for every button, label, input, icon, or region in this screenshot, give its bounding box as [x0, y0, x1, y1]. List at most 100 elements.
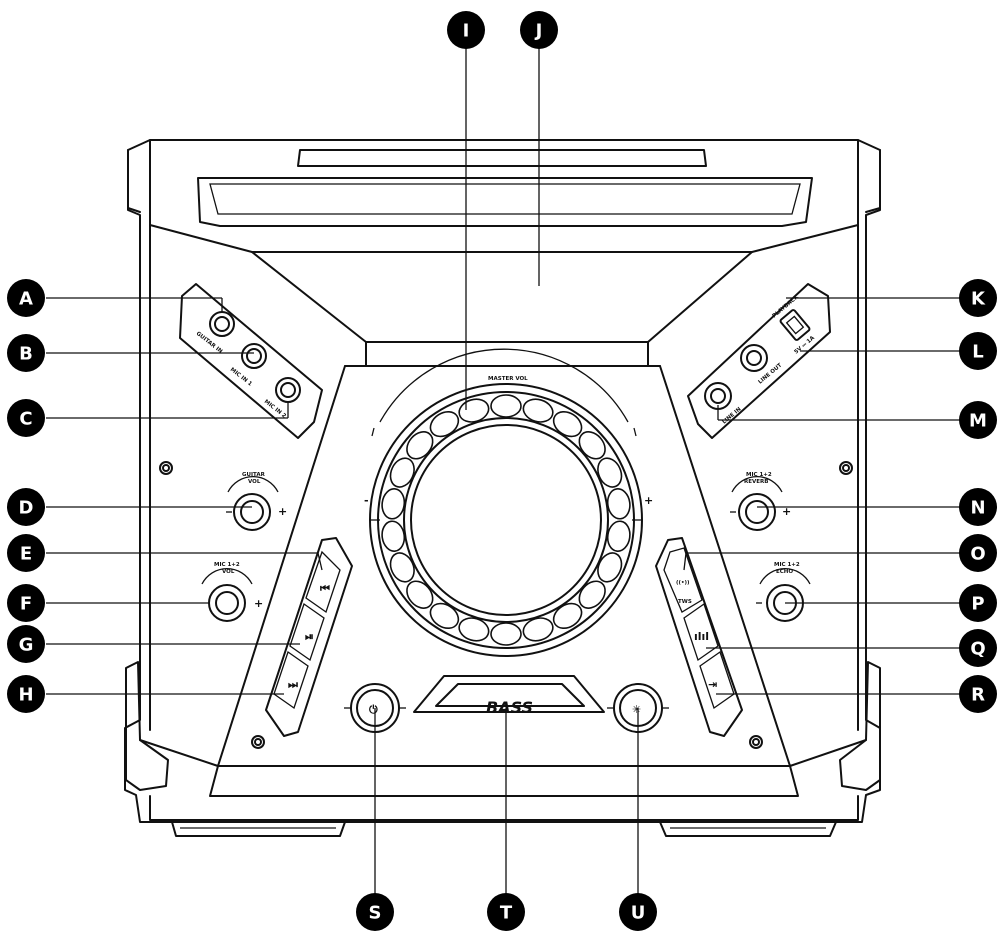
speaker-body: [124, 139, 881, 837]
guitar-vol-label-1: GUITAR: [242, 472, 266, 478]
callout-letter: P: [971, 594, 984, 615]
callout-k: K: [959, 279, 997, 317]
callout-letter: D: [19, 498, 34, 519]
callout-m: M: [959, 401, 997, 439]
mic-echo-label-1: MIC 1+2: [774, 562, 800, 568]
callout-t: T: [487, 893, 525, 931]
light-ring-segment: [389, 552, 415, 583]
master-vol-plus: +: [644, 494, 653, 507]
light-ring-segment: [597, 552, 623, 583]
tws-label: TWS: [678, 599, 692, 605]
callout-letter: B: [19, 344, 33, 365]
bass-label: BASS: [486, 698, 533, 717]
mic-echo-label-2: ECHO: [776, 569, 793, 575]
callout-q: Q: [959, 629, 997, 667]
light-ring-segment: [522, 617, 554, 642]
master-volume-ring[interactable]: MASTER VOL - +: [364, 348, 653, 657]
callout-letter: U: [631, 903, 646, 924]
mic-in-1-jack[interactable]: [241, 343, 267, 369]
callout-b: B: [7, 334, 45, 372]
callout-letter: L: [972, 342, 983, 363]
guitar-in-jack[interactable]: [209, 311, 235, 337]
callout-o: O: [959, 534, 997, 572]
light-ring-segment: [406, 431, 434, 460]
callout-letter: K: [971, 289, 986, 310]
mic-vol-label-1: MIC 1+2: [214, 562, 240, 568]
callout-d: D: [7, 488, 45, 526]
callout-p: P: [959, 584, 997, 622]
mic-echo-knob[interactable]: MIC 1+2 ECHO: [756, 562, 811, 622]
callout-a: A: [7, 279, 45, 317]
callout-g: G: [7, 625, 45, 663]
line-in-label: LINE IN: [721, 406, 742, 425]
callout-letter: A: [19, 289, 33, 310]
callout-l: L: [959, 332, 997, 370]
mic-reverb-plus: +: [782, 505, 791, 518]
tws-icon[interactable]: ((•)): [676, 580, 690, 586]
light-ring-segment: [522, 398, 554, 423]
right-input-panel: PLAYBACK 5V ⎓ 1A LINE OUT LINE IN: [687, 283, 831, 439]
mic-in-2-jack[interactable]: [275, 377, 301, 403]
light-ring-segments: [381, 394, 631, 646]
light-ring-segment: [578, 431, 606, 460]
guitar-vol-label-2: VOL: [248, 479, 261, 485]
callout-f: F: [7, 584, 45, 622]
mic-vol-label-2: VOL: [222, 569, 235, 575]
mic-vol-plus: +: [254, 597, 263, 610]
master-vol-minus: -: [364, 494, 369, 507]
mic-reverb-label-2: REVERB: [744, 479, 768, 485]
callout-j: J: [520, 11, 558, 49]
callout-letter: J: [534, 21, 543, 42]
mic-reverb-label-1: MIC 1+2: [746, 472, 772, 478]
callout-i: I: [447, 11, 485, 49]
transport-button-strip: ⏮ ⏯ ⏭: [265, 537, 353, 737]
light-ring-segment: [389, 457, 415, 488]
callout-badges: A B C D E FG H I J K L M N O P Q R S T U: [7, 11, 997, 931]
light-ring-segment: [406, 580, 434, 609]
leader-lines: [46, 48, 962, 896]
bass-button[interactable]: BASS: [413, 675, 605, 717]
prev-icon[interactable]: ⏮: [320, 582, 330, 595]
mic-vol-knob[interactable]: MIC 1+2 VOL +: [201, 562, 263, 622]
callout-letter: G: [19, 635, 34, 656]
callout-letter: T: [500, 903, 513, 924]
callout-letter: I: [463, 21, 470, 42]
source-icon[interactable]: ⇥: [708, 678, 717, 691]
callout-letter: E: [20, 544, 32, 565]
guitar-vol-plus: +: [278, 505, 287, 518]
usb-playback-port[interactable]: [779, 309, 811, 341]
callout-letter: F: [20, 594, 32, 615]
callout-h: H: [7, 675, 45, 713]
callout-letter: O: [970, 544, 985, 565]
next-icon[interactable]: ⏭: [288, 678, 298, 691]
callout-letter: C: [19, 409, 32, 430]
function-button-strip: ((•)) TWS ılıl ⇥: [655, 537, 743, 737]
mic-in-1-label: MIC IN 1: [229, 367, 253, 388]
light-ring-segment: [490, 394, 522, 418]
callout-e: E: [7, 534, 45, 572]
callout-letter: S: [369, 903, 382, 924]
light-ring-segment: [458, 617, 490, 642]
callout-letter: N: [970, 498, 985, 519]
callout-s: S: [356, 893, 394, 931]
callout-n: N: [959, 488, 997, 526]
mic-reverb-knob[interactable]: MIC 1+2 REVERB +: [730, 472, 791, 531]
play-pause-icon[interactable]: ⏯: [305, 630, 314, 643]
callout-letter: R: [971, 685, 985, 706]
left-input-panel: GUITAR IN MIC IN 1 MIC IN 2: [179, 283, 323, 439]
callout-r: R: [959, 675, 997, 713]
callout-letter: H: [18, 685, 33, 706]
line-out-jack[interactable]: [740, 344, 768, 372]
light-icon: ✳: [632, 703, 641, 716]
light-ring-segment: [597, 457, 623, 488]
callout-letter: Q: [970, 639, 985, 660]
master-vol-label: MASTER VOL: [488, 376, 528, 382]
callout-c: C: [7, 399, 45, 437]
eq-icon[interactable]: ılıl: [694, 630, 709, 643]
power-icon: ⏻: [369, 703, 378, 716]
guitar-vol-knob[interactable]: GUITAR VOL +: [226, 472, 287, 531]
callout-u: U: [619, 893, 657, 931]
callout-letter: M: [969, 411, 987, 432]
